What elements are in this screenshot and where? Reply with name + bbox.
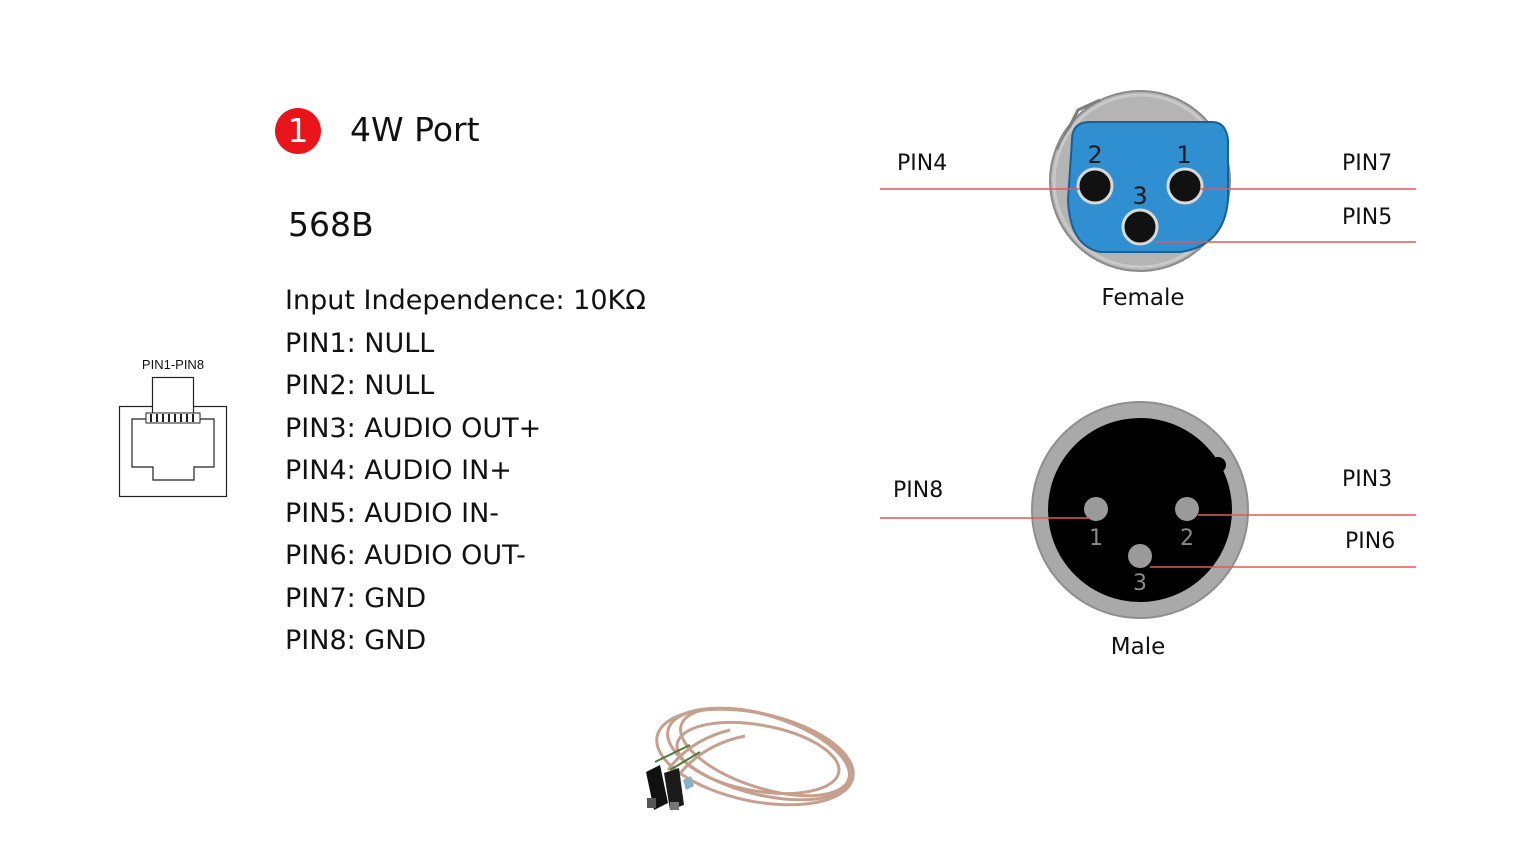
female-contact-number: 3 xyxy=(1132,182,1147,210)
pin-list: Input Independence: 10KΩ PIN1: NULL PIN2… xyxy=(285,282,646,665)
xlr-cable-icon xyxy=(646,706,855,810)
pin-list-item: PIN8: GND xyxy=(285,625,427,656)
male-connector-label: Male xyxy=(1110,634,1166,660)
male-xlr-icon: 1 2 3 xyxy=(1031,401,1249,619)
female-connector-label: Female xyxy=(1101,285,1185,311)
male-pin-label-left: PIN8 xyxy=(893,478,944,503)
pin-list-item: PIN2: NULL xyxy=(285,370,435,401)
female-contact-number: 1 xyxy=(1176,141,1191,169)
impedance-spec: Input Independence: 10KΩ xyxy=(285,285,646,316)
male-contact-number: 1 xyxy=(1089,526,1103,551)
step-number-badge: 1 xyxy=(275,108,321,154)
wiring-standard: 568B xyxy=(288,205,374,244)
female-pin-label-left: PIN4 xyxy=(897,151,948,176)
female-pin-label-right-bottom: PIN5 xyxy=(1342,205,1393,230)
pin-list-item: PIN3: AUDIO OUT+ xyxy=(285,412,542,444)
male-contact-number: 2 xyxy=(1180,526,1194,551)
male-pin-label-right-bottom: PIN6 xyxy=(1345,529,1396,554)
pin-list-item: PIN1: NULL xyxy=(285,327,435,359)
pin-list-item: PIN6: AUDIO OUT- xyxy=(285,540,526,571)
male-contact-number: 3 xyxy=(1133,571,1147,596)
pin-list-item: PIN5: AUDIO IN- xyxy=(285,497,500,529)
female-pin-label-right-top: PIN7 xyxy=(1342,151,1393,176)
pin-list-item: PIN7: GND xyxy=(285,582,427,614)
pin-list-item: PIN4: AUDIO IN+ xyxy=(285,455,512,486)
female-contact-number: 2 xyxy=(1087,141,1102,169)
female-xlr-icon: 2 1 3 xyxy=(1049,90,1231,272)
port-title: 4W Port xyxy=(350,110,480,149)
male-pin-label-right-top: PIN3 xyxy=(1342,467,1393,492)
rj45-jack-icon xyxy=(118,376,228,498)
rj45-caption: PIN1-PIN8 xyxy=(141,357,205,372)
